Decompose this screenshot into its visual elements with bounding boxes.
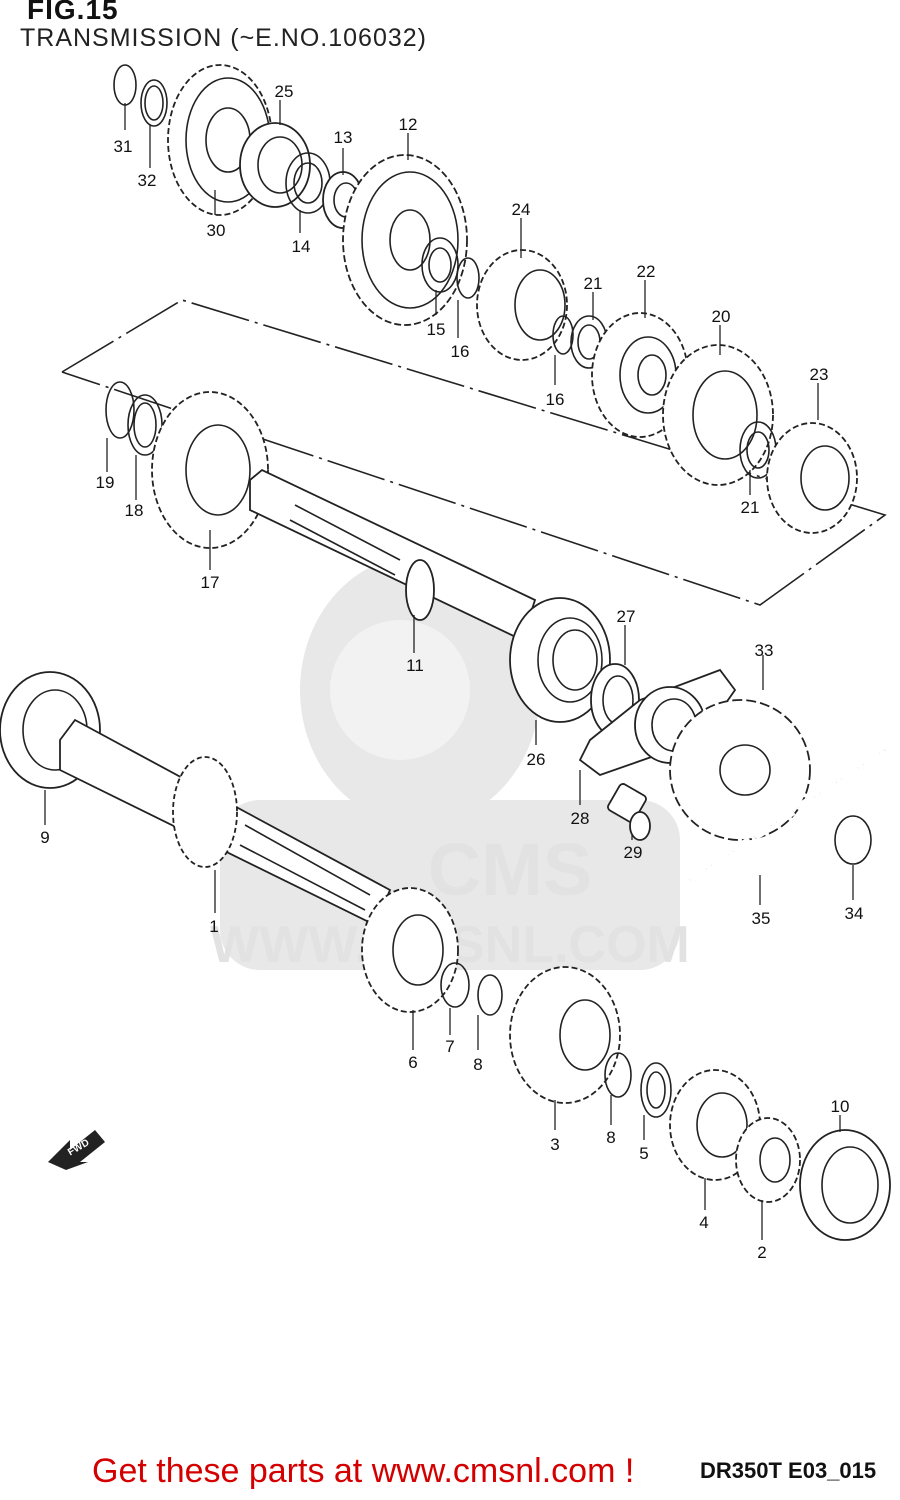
- callout-28: 28: [571, 809, 590, 828]
- watermark: CMS WWW.CMSNL.COM: [210, 555, 690, 974]
- callout-34: 34: [845, 904, 864, 923]
- washer-18: [127, 394, 163, 456]
- gear-24: [476, 249, 568, 361]
- bearing-10: [799, 1129, 891, 1241]
- bearing-26: [509, 597, 611, 723]
- callout-11: 11: [406, 656, 424, 675]
- washer-5: [640, 1062, 672, 1118]
- washer-7: [440, 962, 470, 1008]
- callout-7: 7: [445, 1037, 454, 1056]
- circlip-16a: [456, 257, 480, 299]
- callout-22: 22: [637, 262, 656, 281]
- callout-23: 23: [810, 365, 829, 384]
- callout-25: 25: [275, 82, 294, 101]
- gear-17: [151, 391, 269, 549]
- callout-16b: 16: [546, 390, 565, 409]
- callout-4: 4: [699, 1213, 708, 1232]
- washer-32: [140, 79, 168, 127]
- drive-chain-35: [687, 746, 888, 884]
- figure-subtitle: TRANSMISSION (~E.NO.106032): [20, 24, 427, 52]
- gear-2: [735, 1117, 801, 1203]
- watermark-brand: CMS: [428, 828, 592, 911]
- callout-8a: 8: [473, 1055, 482, 1074]
- leader-lines: [44, 100, 854, 1240]
- callout-20: 20: [712, 307, 731, 326]
- callout-33: 33: [755, 641, 774, 660]
- circlip-34: [834, 815, 872, 865]
- parts-shop-link[interactable]: Get these parts at www.cmsnl.com !: [92, 1452, 635, 1490]
- gear-6: [361, 887, 459, 1013]
- callout-13: 13: [334, 128, 353, 147]
- gear-20: [662, 344, 774, 486]
- callout-31: 31: [114, 137, 133, 156]
- callout-10: 10: [831, 1097, 850, 1116]
- callout-12: 12: [399, 115, 418, 134]
- callout-21a: 21: [584, 274, 603, 293]
- callout-6: 6: [408, 1053, 417, 1072]
- callout-35: 35: [752, 909, 771, 928]
- bolt-29: [607, 783, 651, 841]
- bearing-25: [239, 122, 311, 208]
- callout-15: 15: [427, 320, 446, 339]
- circlip-31: [113, 64, 137, 106]
- callout-14: 14: [292, 237, 311, 256]
- callout-29: 29: [624, 843, 643, 862]
- callout-19: 19: [96, 473, 115, 492]
- callout-1: 1: [209, 917, 218, 936]
- gear-12: [342, 154, 468, 326]
- circlip-19: [105, 381, 135, 439]
- circlip-8b: [604, 1052, 632, 1098]
- callout-labels: 31 32 30 25 14 13 12 15 16 24 21 22 16 2…: [40, 82, 863, 1262]
- callout-16a: 16: [451, 342, 470, 361]
- callout-18: 18: [125, 501, 144, 520]
- callout-3: 3: [550, 1135, 559, 1154]
- circlip-8a: [477, 974, 503, 1016]
- callout-26: 26: [527, 750, 546, 769]
- callout-5: 5: [639, 1144, 648, 1163]
- gear-23: [766, 422, 858, 534]
- gear-3: [509, 966, 621, 1104]
- circlip-16b: [552, 315, 574, 355]
- figure-title: FIG.15: [27, 0, 119, 25]
- callout-2: 2: [757, 1243, 766, 1262]
- callout-9: 9: [40, 828, 49, 847]
- callout-24: 24: [512, 200, 531, 219]
- forward-direction-arrow-icon: FWD: [48, 1130, 105, 1170]
- callout-8b: 8: [606, 1128, 615, 1147]
- callout-21b: 21: [741, 498, 760, 517]
- callout-27: 27: [617, 607, 636, 626]
- assembly-bracket: [61, 299, 887, 606]
- diagram-code: DR350T E03_015: [700, 1458, 877, 1483]
- sprocket-33: [669, 699, 811, 841]
- washer-15: [421, 237, 459, 293]
- callout-32: 32: [138, 171, 157, 190]
- callout-17: 17: [201, 573, 220, 592]
- callout-30: 30: [207, 221, 226, 240]
